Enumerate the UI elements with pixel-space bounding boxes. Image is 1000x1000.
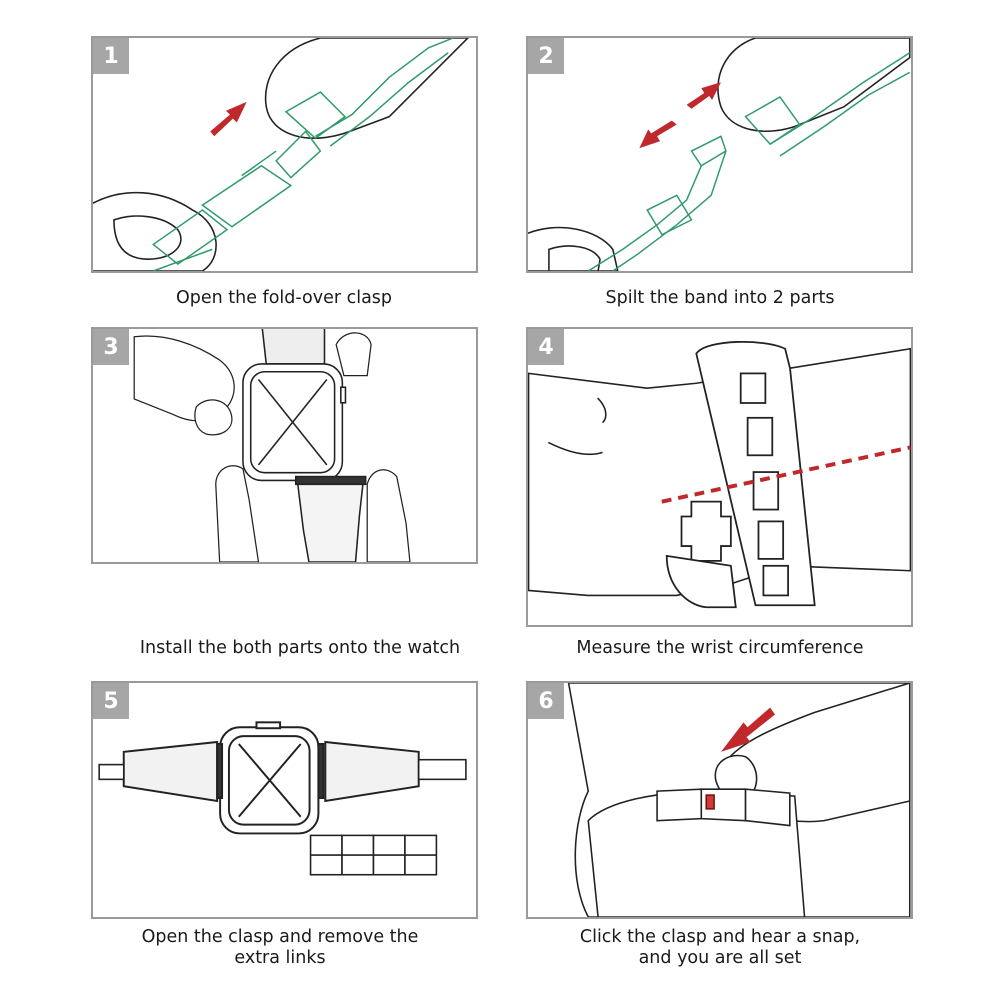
remove-links-illustration — [93, 683, 476, 917]
step-1-caption: Open the fold-over clasp — [84, 288, 484, 309]
close-clasp-illustration — [528, 683, 911, 917]
step-3-panel: 3 — [91, 327, 478, 564]
band-link-icon — [657, 789, 790, 825]
split-band-illustration — [528, 38, 911, 271]
step-6-caption: Click the clasp and hear a snap, and you… — [520, 927, 920, 969]
arrow-icon — [210, 102, 246, 136]
step-number-badge: 4 — [528, 329, 564, 365]
step-number-badge: 6 — [528, 683, 564, 719]
step-number-badge: 1 — [93, 38, 129, 74]
step-2-caption: Spilt the band into 2 parts — [520, 288, 920, 309]
install-band-illustration — [93, 329, 476, 562]
step-number-badge: 2 — [528, 38, 564, 74]
step-4-caption: Measure the wrist circumference — [520, 638, 920, 659]
watch-icon — [124, 722, 419, 833]
arrow-icon — [639, 82, 721, 148]
step-number-badge: 3 — [93, 329, 129, 365]
step-5-caption: Open the clasp and remove the extra link… — [80, 927, 480, 969]
step-5-panel: 5 — [91, 681, 478, 919]
measure-wrist-illustration — [528, 329, 911, 625]
step-6-panel: 6 — [526, 681, 913, 919]
step-4-panel: 4 — [526, 327, 913, 627]
open-clasp-illustration — [93, 38, 476, 271]
hand-icon — [216, 466, 259, 562]
step-2-panel: 2 — [526, 36, 913, 273]
hand-icon — [266, 38, 468, 138]
step-number-badge: 5 — [93, 683, 129, 719]
step-1-panel: 1 — [91, 36, 478, 273]
step-3-caption: Install the both parts onto the watch — [100, 638, 500, 659]
